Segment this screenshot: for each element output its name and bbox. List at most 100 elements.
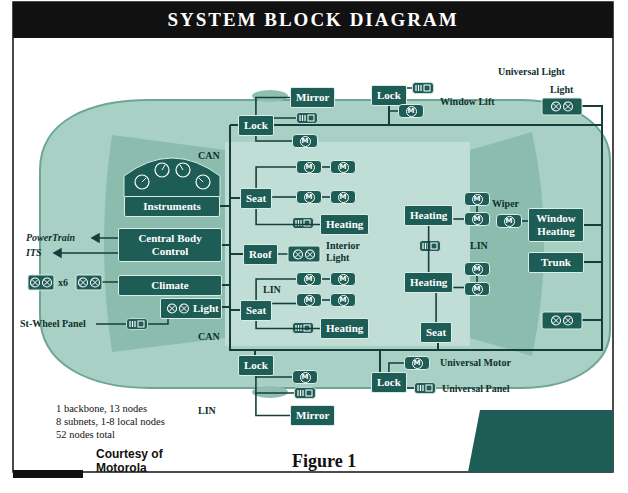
car-illustration <box>13 2 613 38</box>
node-text: Seat <box>246 304 266 316</box>
part-label: x6 <box>58 277 68 289</box>
lin-connector <box>389 363 404 372</box>
node-text: Lock <box>244 359 268 371</box>
lin-connector <box>322 299 330 301</box>
car-illustration <box>542 312 582 329</box>
car-illustration <box>104 135 225 352</box>
car-illustration <box>582 225 602 320</box>
car-illustration <box>552 316 573 325</box>
node-text: M <box>472 284 483 295</box>
module-box: Climate <box>118 275 222 296</box>
node-text: M <box>472 194 483 205</box>
car-illustration <box>40 100 610 388</box>
motor-icon: M <box>464 192 490 206</box>
node-text: Trunk <box>541 256 571 268</box>
note-text: 8 subnets, 1-8 local nodes <box>56 415 165 428</box>
car-illustration <box>252 386 288 398</box>
module-box: Heating <box>404 272 453 293</box>
car-illustration <box>92 234 99 242</box>
module-box: Mirror <box>290 87 335 108</box>
part-label: Wiper <box>492 198 519 210</box>
module-box: Seat <box>240 300 272 321</box>
node-text: M <box>304 274 315 285</box>
lin-connector <box>428 226 430 272</box>
node-text: M <box>406 106 417 117</box>
node-text: Lock <box>377 89 401 101</box>
part-label: Universal Panel <box>442 383 510 395</box>
car-illustration <box>76 275 102 290</box>
node-text: Heating <box>326 322 363 334</box>
node-text: M <box>304 295 315 306</box>
car-illustration <box>470 132 544 356</box>
node-text: M <box>304 192 315 203</box>
lin-connector <box>256 209 320 225</box>
car-illustration <box>288 246 320 262</box>
car-illustration <box>96 88 414 393</box>
car-illustration <box>293 218 314 229</box>
module-box: Trunk <box>528 252 584 273</box>
car-illustration <box>31 278 52 287</box>
lin-connector <box>256 376 290 416</box>
module-box: Instruments <box>124 196 220 217</box>
motor-icon: M <box>292 134 318 148</box>
module-box: Mirror <box>290 405 335 426</box>
node-text: M <box>338 162 349 173</box>
lin-connector <box>272 303 296 305</box>
node-text: Lock <box>377 376 401 388</box>
node-text: Seat <box>426 326 446 338</box>
node-text: Heating <box>326 218 363 230</box>
lin-connector <box>272 196 296 198</box>
car-illustration <box>297 113 318 124</box>
lin-connector <box>453 218 464 220</box>
node-text: M <box>412 358 423 369</box>
motor-icon: M <box>464 282 490 296</box>
node-text: M <box>338 192 349 203</box>
part-label: PowerTrain <box>26 232 75 244</box>
car-illustration <box>54 249 61 257</box>
module-box: Lock <box>238 355 274 376</box>
node-text: M <box>472 214 483 225</box>
car-illustration <box>102 281 119 283</box>
note-text: 1 backbone, 13 nodes <box>56 402 147 415</box>
car-illustration <box>294 250 315 259</box>
part-label: Interior Light <box>326 240 374 264</box>
car-illustration <box>13 2 613 472</box>
part-label: ITS <box>26 247 42 259</box>
car-illustration <box>124 158 220 197</box>
lin-connector <box>435 293 437 322</box>
module-box: Lock <box>238 115 274 136</box>
part-label: Window Lift <box>440 96 495 108</box>
car-illustration <box>13 470 83 478</box>
lin-connector <box>256 136 292 141</box>
car-illustration <box>552 102 573 111</box>
car-illustration <box>28 275 54 290</box>
car-illustration <box>220 104 602 374</box>
module-box: Lock <box>371 372 407 393</box>
car-illustration <box>230 106 602 350</box>
motor-icon: M <box>296 272 322 286</box>
lin-connector <box>389 106 398 111</box>
car-illustration <box>413 83 434 94</box>
figure-caption: Figure 1 <box>292 450 356 472</box>
car-illustration <box>142 165 203 182</box>
motor-icon: M <box>398 104 424 118</box>
node-text: Mirror <box>296 409 329 421</box>
module-box: Heating <box>320 214 369 235</box>
diagram-title: SYSTEM BLOCK DIAGRAM <box>13 2 613 38</box>
car-illustration <box>295 388 316 399</box>
node-text: M <box>300 136 311 147</box>
node-text: M <box>304 162 315 173</box>
motor-icon: M <box>464 212 490 226</box>
module-box: Central Body Control <box>118 228 222 262</box>
note-text: 52 nodes total <box>56 428 115 441</box>
lin-connector <box>322 166 330 168</box>
car-illustration <box>468 410 613 472</box>
car-illustration <box>272 117 296 119</box>
module-box: Light <box>160 298 222 319</box>
car-illustration <box>79 278 100 287</box>
motor-icon: M <box>404 356 430 370</box>
motor-icon: M <box>292 370 318 384</box>
node-text: Seat <box>246 192 266 204</box>
node-text: Lock <box>244 119 268 131</box>
